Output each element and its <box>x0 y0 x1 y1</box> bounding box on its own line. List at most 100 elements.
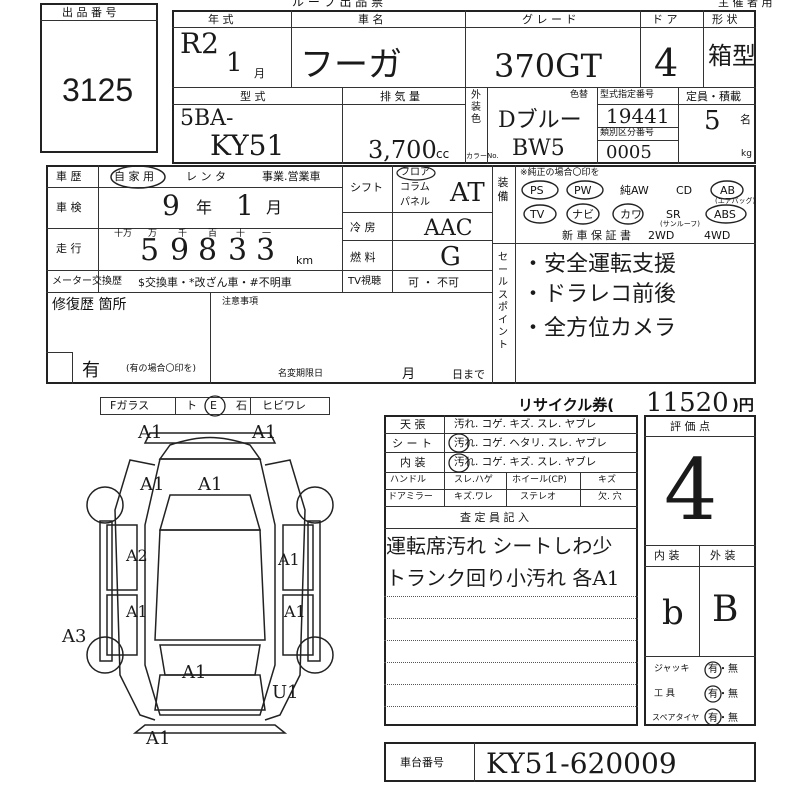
model-prefix: 5BA- <box>180 106 234 131</box>
equip-4wd[interactable]: 4WD <box>704 229 731 242</box>
damage-mark: A1 <box>140 474 165 495</box>
shift-opt-floor[interactable]: フロア <box>400 167 430 178</box>
color-no-label: カラーNo. <box>466 152 499 160</box>
shift-opt-panel[interactable]: パネル <box>400 197 430 208</box>
equip-navi[interactable]: ナビ <box>572 208 594 221</box>
tools-circles <box>704 661 722 726</box>
mileage-digit: 5 <box>140 233 160 268</box>
mirror-opt: キズ.ワレ <box>454 492 493 502</box>
color-sub-label: 色替 <box>570 90 589 100</box>
lot-number: 3125 <box>62 72 134 108</box>
equip-tv[interactable]: TV <box>530 208 545 221</box>
glass-label: Fガラス <box>110 399 150 412</box>
repair-label: 修復歴 箇所 <box>52 297 127 313</box>
stereo-defect-opt: 欠. 穴 <box>598 492 622 502</box>
make-value: フーガ <box>300 45 402 85</box>
fuel-value: G <box>440 242 461 272</box>
class-number-label: 類別区分番号 <box>600 128 655 138</box>
interior-label: 内 装 <box>654 549 680 562</box>
shift-selected-circle <box>396 165 436 181</box>
glass-opt[interactable]: E <box>210 399 217 412</box>
mileage-unit-100: 百 <box>208 229 218 239</box>
year-label: 年 式 <box>208 13 234 26</box>
inspection-month-unit: 月 <box>266 198 283 217</box>
inspection-year: 9 <box>162 189 180 222</box>
repair-value: 有 <box>82 360 100 381</box>
fuel-label: 燃 料 <box>350 251 376 264</box>
capacity-value: 5 <box>704 106 721 136</box>
inspection-year-unit: 年 <box>196 198 213 217</box>
inspector-note: トランク回り小汚れ 各A1 <box>386 566 620 590</box>
history-opt-private[interactable]: 自 家 用 <box>114 170 154 183</box>
shift-label: シフト <box>350 181 383 194</box>
grade-value: 370GT <box>494 47 602 85</box>
glass-selected-circle <box>204 395 226 417</box>
equip-sr[interactable]: SR <box>666 208 681 221</box>
mileage-digit: 3 <box>256 233 276 268</box>
shift-value: AT <box>450 178 485 208</box>
meter-label: メーター交換歴 <box>52 276 122 287</box>
equip-warranty[interactable]: 新 車 保 証 書 <box>562 229 631 242</box>
mileage-digit: 3 <box>228 233 248 268</box>
capacity-label: 定員・積載 <box>686 90 741 103</box>
shift-opt-column[interactable]: コラム <box>400 182 430 193</box>
history-opt-rental[interactable]: レ ン タ <box>186 170 226 183</box>
chassis-number: KY51-620009 <box>486 747 677 780</box>
sale-point-line: ・全方位カメラ <box>522 316 677 341</box>
inspector-label: 査 定 員 記 入 <box>460 511 529 524</box>
equip-camera[interactable]: カワ <box>620 208 642 221</box>
person-unit: 名 <box>740 113 751 126</box>
type-number: 19441 <box>606 104 670 128</box>
equip-2wd[interactable]: 2WD <box>648 229 675 242</box>
form-title: ル ー プ 出 品 票 <box>292 0 384 9</box>
equip-pw[interactable]: PW <box>574 184 592 197</box>
wheel-scratch-opt: キズ <box>598 475 617 485</box>
history-label: 車 歴 <box>56 170 82 183</box>
year-month-unit: 月 <box>254 67 265 80</box>
recycle-suffix: )円 <box>732 396 754 414</box>
equip-cd[interactable]: CD <box>676 184 693 197</box>
wheel-opt: ホイール(CP) <box>512 475 567 485</box>
glass-opt[interactable]: ヒビワレ <box>262 399 306 412</box>
handle-opt: スレ.ハゲ <box>454 475 493 485</box>
history-selected-circle <box>110 165 166 189</box>
equip-ps[interactable]: PS <box>530 184 544 197</box>
damage-mark: A1 <box>284 602 306 621</box>
damage-mark: U1 <box>272 682 299 703</box>
meter-options: $交換車・*改ざん車・#不明車 <box>138 276 292 289</box>
cc-unit: cc <box>436 147 450 161</box>
score-value: 4 <box>664 441 718 539</box>
damage-mark: A1 <box>182 662 207 683</box>
car-diagram <box>86 432 334 734</box>
doors-value: 4 <box>654 41 679 85</box>
ac-value: AAC <box>424 216 473 241</box>
displacement-label: 排 気 量 <box>380 90 420 103</box>
cond-label: 内 装 <box>400 456 426 469</box>
damage-mark: A1 <box>278 550 300 569</box>
equip-abs[interactable]: ABS <box>714 208 736 221</box>
glass-opt[interactable]: ト <box>186 399 197 412</box>
mileage-unit: km <box>296 254 314 267</box>
glass-opt[interactable]: 石 <box>236 399 247 412</box>
mileage-unit-1: 一 <box>262 229 272 239</box>
model-value: KY51 <box>210 129 285 162</box>
damage-mark: A2 <box>126 546 148 565</box>
equipment-note: ※純正の場合〇印を <box>520 168 600 178</box>
cond-label: 天 張 <box>400 418 426 431</box>
year-value: 1 <box>226 48 243 78</box>
glass-box <box>100 397 330 415</box>
mileage-unit-100k: 十万 <box>114 229 133 239</box>
ac-label: 冷 房 <box>350 221 376 234</box>
spare-options: 有・無 <box>708 713 738 724</box>
recycle-label: リサイクル券( <box>518 396 615 414</box>
sale-point-line: ・安全運転支援 <box>522 252 677 277</box>
equip-ab[interactable]: AB <box>720 184 736 197</box>
mileage-unit-1k: 千 <box>178 229 188 239</box>
damage-mark: A3 <box>62 626 87 647</box>
year-era: R2 <box>180 27 219 60</box>
sr-note: (サンルーフ) <box>660 220 701 228</box>
stereo-opt: ステレオ <box>520 492 557 502</box>
equip-aw[interactable]: 純AW <box>620 184 649 197</box>
rename-label: 名変期限日 <box>278 369 324 379</box>
history-opt-business[interactable]: 事業.営業車 <box>262 170 321 183</box>
